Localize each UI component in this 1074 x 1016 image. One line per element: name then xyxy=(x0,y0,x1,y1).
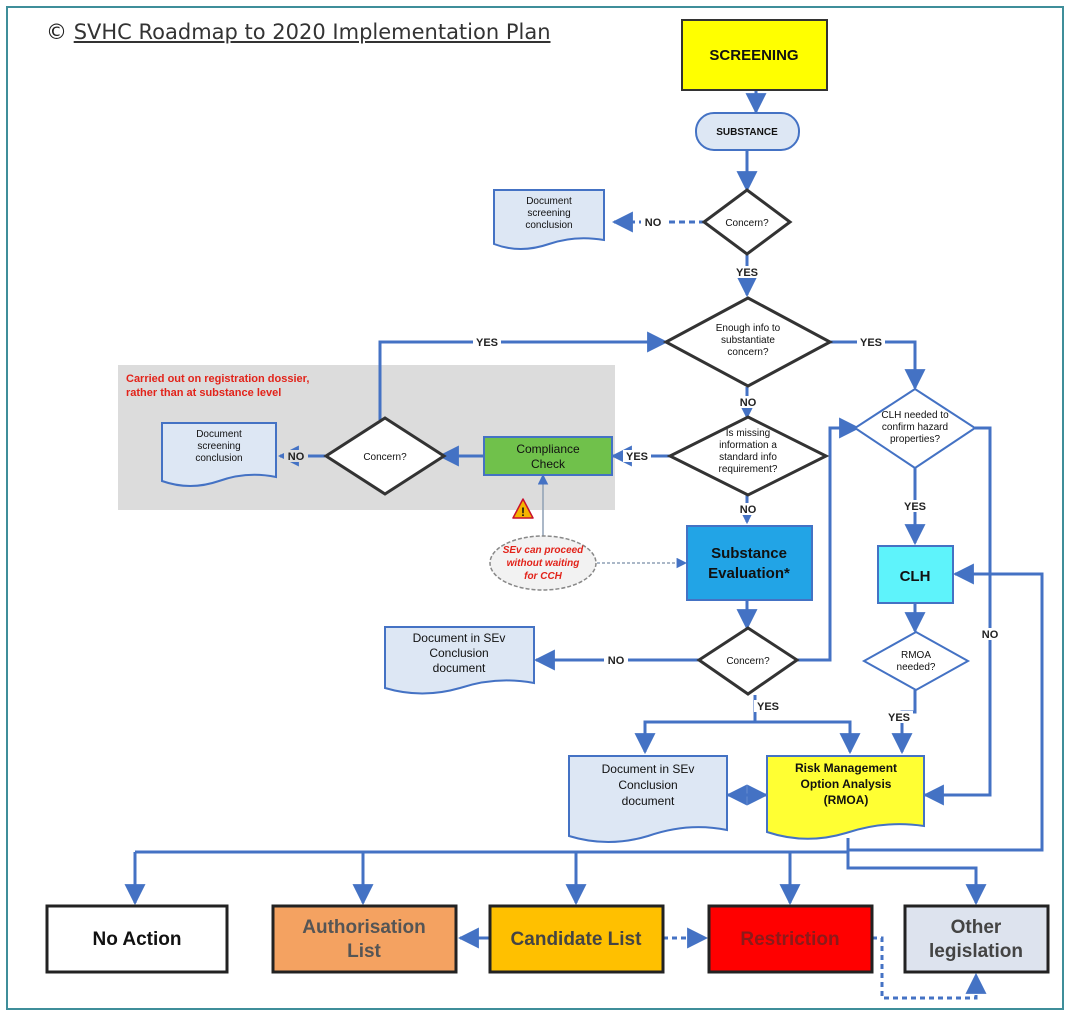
screening-box xyxy=(681,19,828,91)
clh-box xyxy=(877,545,954,604)
doc-sev-left-line-3: document xyxy=(433,661,486,675)
enough-info-line-1: Enough info to xyxy=(716,323,781,334)
doc-sev-left xyxy=(384,626,535,695)
copyright-symbol: © xyxy=(46,20,67,44)
doc-sev-right-line-2: Conclusion xyxy=(618,778,677,792)
other-legislation-line-1: Other xyxy=(951,917,1002,938)
rmoa-line-1: Risk Management xyxy=(795,761,897,775)
restriction-box xyxy=(707,904,874,974)
compliance-check-line-2: Check xyxy=(531,457,566,471)
clh-needed-decision xyxy=(853,387,977,470)
restriction-label: Restriction xyxy=(740,929,839,950)
rmoa-needed-line-1: RMOA xyxy=(901,650,931,661)
copyright-line: © SVHC Roadmap to 2020 Implementation Pl… xyxy=(46,20,551,44)
doc-screening-top-line-2: screening xyxy=(527,208,570,219)
clh-needed-line-3: properties? xyxy=(890,434,940,445)
svg-text:NO: NO xyxy=(645,217,662,229)
clh-needed-line-1: CLH needed to xyxy=(881,410,949,421)
svg-text:NO: NO xyxy=(288,451,305,463)
svg-text:NO: NO xyxy=(740,397,757,409)
compliance-check-line-1: Compliance xyxy=(516,442,580,456)
no-action-label: No Action xyxy=(92,929,181,950)
doc-sev-right xyxy=(568,755,728,843)
svg-text:NO: NO xyxy=(740,504,757,516)
authorisation-line-1: Authorisation xyxy=(302,917,426,938)
clh-needed-line-2: confirm hazard xyxy=(882,422,948,433)
candidate-list-box xyxy=(488,904,665,974)
rmoa-needed-decision xyxy=(861,630,971,692)
substance-evaluation-line-1: Substance xyxy=(711,545,787,562)
svg-text:YES: YES xyxy=(888,712,910,724)
substance-terminator xyxy=(695,112,800,151)
grey-note-line-1: Carried out on registration dossier, xyxy=(126,373,309,385)
doc-sev-right-line-1: Document in SEv xyxy=(602,762,695,776)
missing-info-line-3: standard info xyxy=(719,452,777,463)
rmoa-needed-line-2: needed? xyxy=(897,662,936,673)
concern-label-1: Concern? xyxy=(725,218,769,229)
other-legislation-box xyxy=(903,904,1050,974)
grey-note-line-2: rather than at substance level xyxy=(126,387,281,399)
missing-info-line-2: information a xyxy=(719,440,777,451)
compliance-check-box xyxy=(483,436,613,476)
concern-label-2: Concern? xyxy=(363,452,407,463)
doc-screening-top xyxy=(493,189,605,250)
doc-screening-top-line-1: Document xyxy=(526,196,572,207)
no-action-box xyxy=(45,904,229,974)
doc-screening-left-line-1: Document xyxy=(196,429,242,440)
warning-triangle-icon: ! xyxy=(512,498,534,519)
sev-note-line-3: for CCH xyxy=(524,571,563,582)
doc-screening-left xyxy=(161,422,277,487)
rmoa-box xyxy=(766,755,925,840)
missing-info-line-1: Is missing xyxy=(726,428,770,439)
doc-sev-right-line-3: document xyxy=(622,794,675,808)
missing-info-line-4: requirement? xyxy=(719,464,778,475)
sev-note-line-2: without waiting xyxy=(507,558,580,569)
enough-info-line-2: substantiate xyxy=(721,335,775,346)
svg-text:NO: NO xyxy=(608,655,625,667)
svg-text:YES: YES xyxy=(476,337,498,349)
authorisation-box xyxy=(271,904,458,974)
svg-text:YES: YES xyxy=(736,267,758,279)
svg-text:YES: YES xyxy=(860,337,882,349)
svg-text:YES: YES xyxy=(626,451,648,463)
rmoa-line-3: (RMOA) xyxy=(824,793,869,807)
flow-labels: NO YES YES YES NO YES NO NO NO YES YES Y… xyxy=(284,216,1002,724)
concern-label-3: Concern? xyxy=(726,656,770,667)
missing-info-decision xyxy=(666,415,830,497)
doc-screening-top-line-3: conclusion xyxy=(525,220,572,231)
concern-decision-3 xyxy=(696,626,800,696)
substance-label: SUBSTANCE xyxy=(716,127,778,138)
doc-sev-left-line-1: Document in SEv xyxy=(413,631,506,645)
diagram-frame xyxy=(6,6,1064,1010)
doc-sev-left-line-2: Conclusion xyxy=(429,646,488,660)
svg-text:YES: YES xyxy=(757,701,779,713)
candidate-list-label: Candidate List xyxy=(511,929,643,950)
sev-note-bubble xyxy=(489,535,597,591)
screening-label: SCREENING xyxy=(709,47,798,64)
svg-text:NO: NO xyxy=(982,629,999,641)
doc-screening-left-line-3: conclusion xyxy=(195,453,242,464)
source-link[interactable]: SVHC Roadmap to 2020 Implementation Plan xyxy=(73,20,551,44)
clh-label: CLH xyxy=(900,568,931,585)
authorisation-line-2: List xyxy=(347,941,381,962)
svg-text:YES: YES xyxy=(904,501,926,513)
doc-screening-left-line-2: screening xyxy=(197,441,240,452)
enough-info-decision xyxy=(662,296,834,388)
substance-evaluation-box xyxy=(686,525,813,601)
rmoa-line-2: Option Analysis xyxy=(801,777,892,791)
substance-evaluation-line-2: Evaluation* xyxy=(708,565,790,582)
concern-decision-2 xyxy=(323,416,447,496)
concern-decision-1 xyxy=(701,188,793,256)
svg-text:!: ! xyxy=(521,505,525,519)
sev-note-line-1: SEv can proceed xyxy=(503,545,584,556)
enough-info-line-3: concern? xyxy=(727,347,769,358)
other-legislation-line-2: legislation xyxy=(929,941,1023,962)
